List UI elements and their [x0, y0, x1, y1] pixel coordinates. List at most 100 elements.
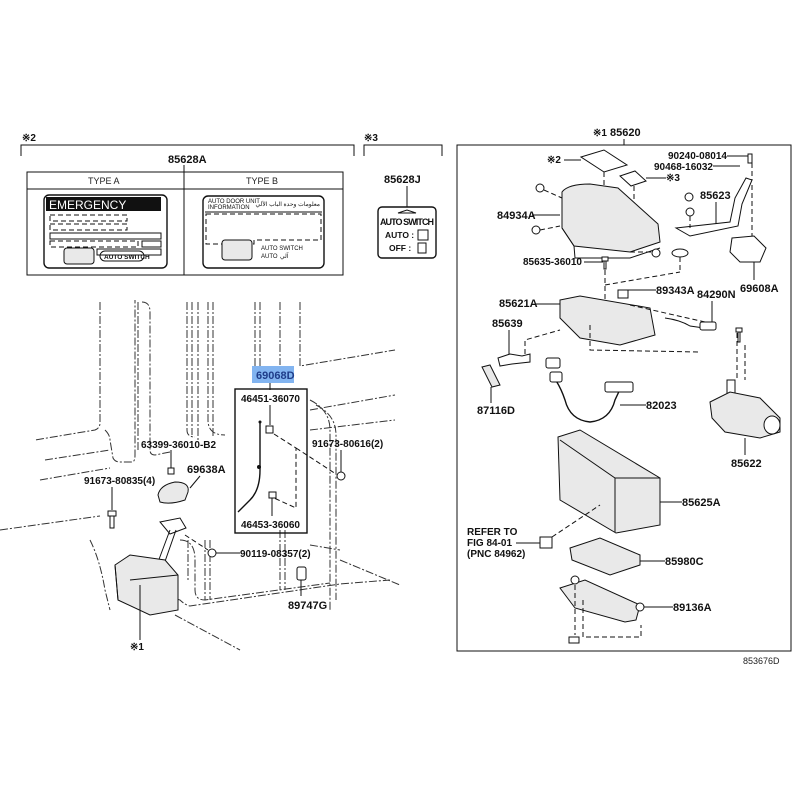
assembly-line: [551, 504, 601, 538]
lever-part-85639[interactable]: [497, 353, 531, 367]
connector-icon: [604, 381, 634, 393]
switch-part-84290n[interactable]: [699, 321, 717, 331]
case-part-85625a[interactable]: [557, 429, 661, 534]
arrow-icon: [397, 209, 417, 214]
type-a-heading: TYPE A: [88, 176, 120, 186]
clip-icon: [265, 425, 274, 434]
sensor-part-89343a[interactable]: [617, 289, 629, 299]
clip-icon: [268, 491, 277, 499]
body-outline: [309, 394, 396, 411]
wire-harness-82023[interactable]: [551, 374, 623, 423]
part-label-85625a[interactable]: 85625A: [682, 497, 721, 509]
body-outline: [309, 399, 331, 610]
clip-part-89747g[interactable]: [296, 566, 307, 581]
ecu-part-85980c[interactable]: [569, 537, 641, 576]
connector-icon: [545, 357, 561, 369]
part-label-46453-36060[interactable]: 46453-36060: [241, 520, 300, 531]
part-label-85620[interactable]: 85620: [610, 127, 641, 139]
bracket-part: [159, 517, 187, 535]
arm-part-85623[interactable]: [674, 177, 753, 237]
unit-icon: [63, 247, 95, 265]
part-label-89343a[interactable]: 89343A: [656, 285, 695, 297]
part-label-90240-08014[interactable]: 90240-08014: [668, 151, 727, 162]
part-label-69068d[interactable]: 69068D: [256, 370, 295, 382]
switch-off-text: OFF :: [389, 243, 411, 253]
assembly-line: [539, 189, 652, 253]
note-3-marker: ※3: [666, 173, 680, 184]
auto-switch-text: AUTO SWITCH: [104, 254, 150, 261]
type-a-label: EMERGENCY AUTO SWITCH: [43, 194, 168, 269]
bolt-hole: [635, 602, 645, 612]
base-plate-85621a[interactable]: [559, 295, 656, 346]
auto-switch-pill: [99, 250, 145, 262]
refer-text-line3: (PNC 84962): [467, 549, 525, 560]
bolt-hole: [570, 575, 580, 585]
assembly-line: [524, 329, 561, 354]
part-label-90468-16032[interactable]: 90468-16032: [654, 162, 713, 173]
part-label-89136a[interactable]: 89136A: [673, 602, 712, 614]
refer-text-line2[interactable]: FIG 84-01: [467, 538, 512, 549]
part-label-87116d[interactable]: 87116D: [477, 405, 515, 417]
part-label-84290n[interactable]: 84290N: [697, 289, 736, 301]
connector-icon: [549, 371, 563, 383]
note-2-marker: ※2: [547, 155, 561, 166]
unit-group-box: [456, 144, 792, 652]
part-label-90119-08357[interactable]: 90119-08357(2): [240, 549, 311, 560]
assembly-line: [604, 270, 681, 300]
note-3-marker: ※3: [364, 133, 378, 144]
part-label-85621a[interactable]: 85621A: [499, 298, 538, 310]
body-outline: [44, 449, 111, 461]
box-edges: [114, 564, 179, 612]
cover-part-69638a[interactable]: [157, 481, 189, 504]
label-sticker: [579, 149, 629, 173]
assembly-line: [574, 585, 642, 638]
part-label-85628j[interactable]: 85628J: [384, 174, 421, 186]
part-label-89747g[interactable]: 89747G: [288, 600, 327, 612]
text-field: [96, 248, 162, 256]
body-outline: [141, 301, 171, 456]
release-cable[interactable]: [237, 422, 261, 513]
part-label-46451-36070[interactable]: 46451-36070: [241, 394, 300, 405]
part-label-85980c[interactable]: 85980C: [665, 556, 704, 568]
refer-text-line1: REFER TO: [467, 527, 518, 538]
part-label-63399-36010-b2[interactable]: 63399-36010-B2: [141, 440, 216, 451]
part-label-84934a[interactable]: 84934A: [497, 210, 536, 222]
switch-title: AUTO SWITCH: [380, 217, 434, 227]
part-label-85635-36010[interactable]: 85635-36010: [523, 257, 582, 268]
body-outline: [89, 539, 111, 611]
highlight-box: [252, 366, 294, 383]
assembly-line: [184, 534, 209, 551]
part-label-85628a[interactable]: 85628A: [168, 154, 207, 166]
part-label-69638a[interactable]: 69638A: [187, 464, 226, 476]
assembly-line: [736, 333, 746, 380]
clip-icon: [167, 467, 175, 475]
note-1-marker: ※1: [130, 642, 144, 653]
nut-icon: [684, 192, 694, 202]
bracket-part-89136a[interactable]: [559, 579, 641, 623]
pad-part-87116d[interactable]: [481, 364, 501, 388]
switch-label-group-85628j: ※3 85628J AUTO SWITCH AUTO : OFF :: [363, 133, 443, 259]
lock-part-69608a[interactable]: [729, 235, 767, 263]
cover-part-84934a[interactable]: [561, 183, 661, 253]
type-b-label: AUTO DOOR UNIT INFORMATION معلومات وحدة …: [202, 195, 325, 269]
bolt-icon: [207, 548, 217, 558]
body-outline: [186, 302, 196, 438]
part-label-91673-80616[interactable]: 91673-80616(2): [312, 439, 383, 450]
body-outline: [207, 302, 226, 436]
part-label-85622[interactable]: 85622: [731, 458, 762, 470]
part-label-85639[interactable]: 85639: [492, 318, 523, 330]
body-outline: [309, 544, 341, 551]
part-label-82023[interactable]: 82023: [646, 400, 677, 412]
cable-end: [258, 420, 262, 424]
motor-part-85622[interactable]: [709, 391, 781, 439]
body-outline: [0, 515, 101, 531]
part-label-91673-80835[interactable]: 91673-80835(4): [84, 476, 155, 487]
info-field: [205, 213, 322, 245]
actuator-box-85620[interactable]: [114, 554, 179, 616]
part-label-69608a[interactable]: 69608A: [740, 283, 779, 295]
bolt-icon: [336, 471, 346, 481]
leader-line: [189, 475, 201, 489]
body-outline: [34, 302, 101, 441]
part-label-85623[interactable]: 85623: [700, 190, 731, 202]
